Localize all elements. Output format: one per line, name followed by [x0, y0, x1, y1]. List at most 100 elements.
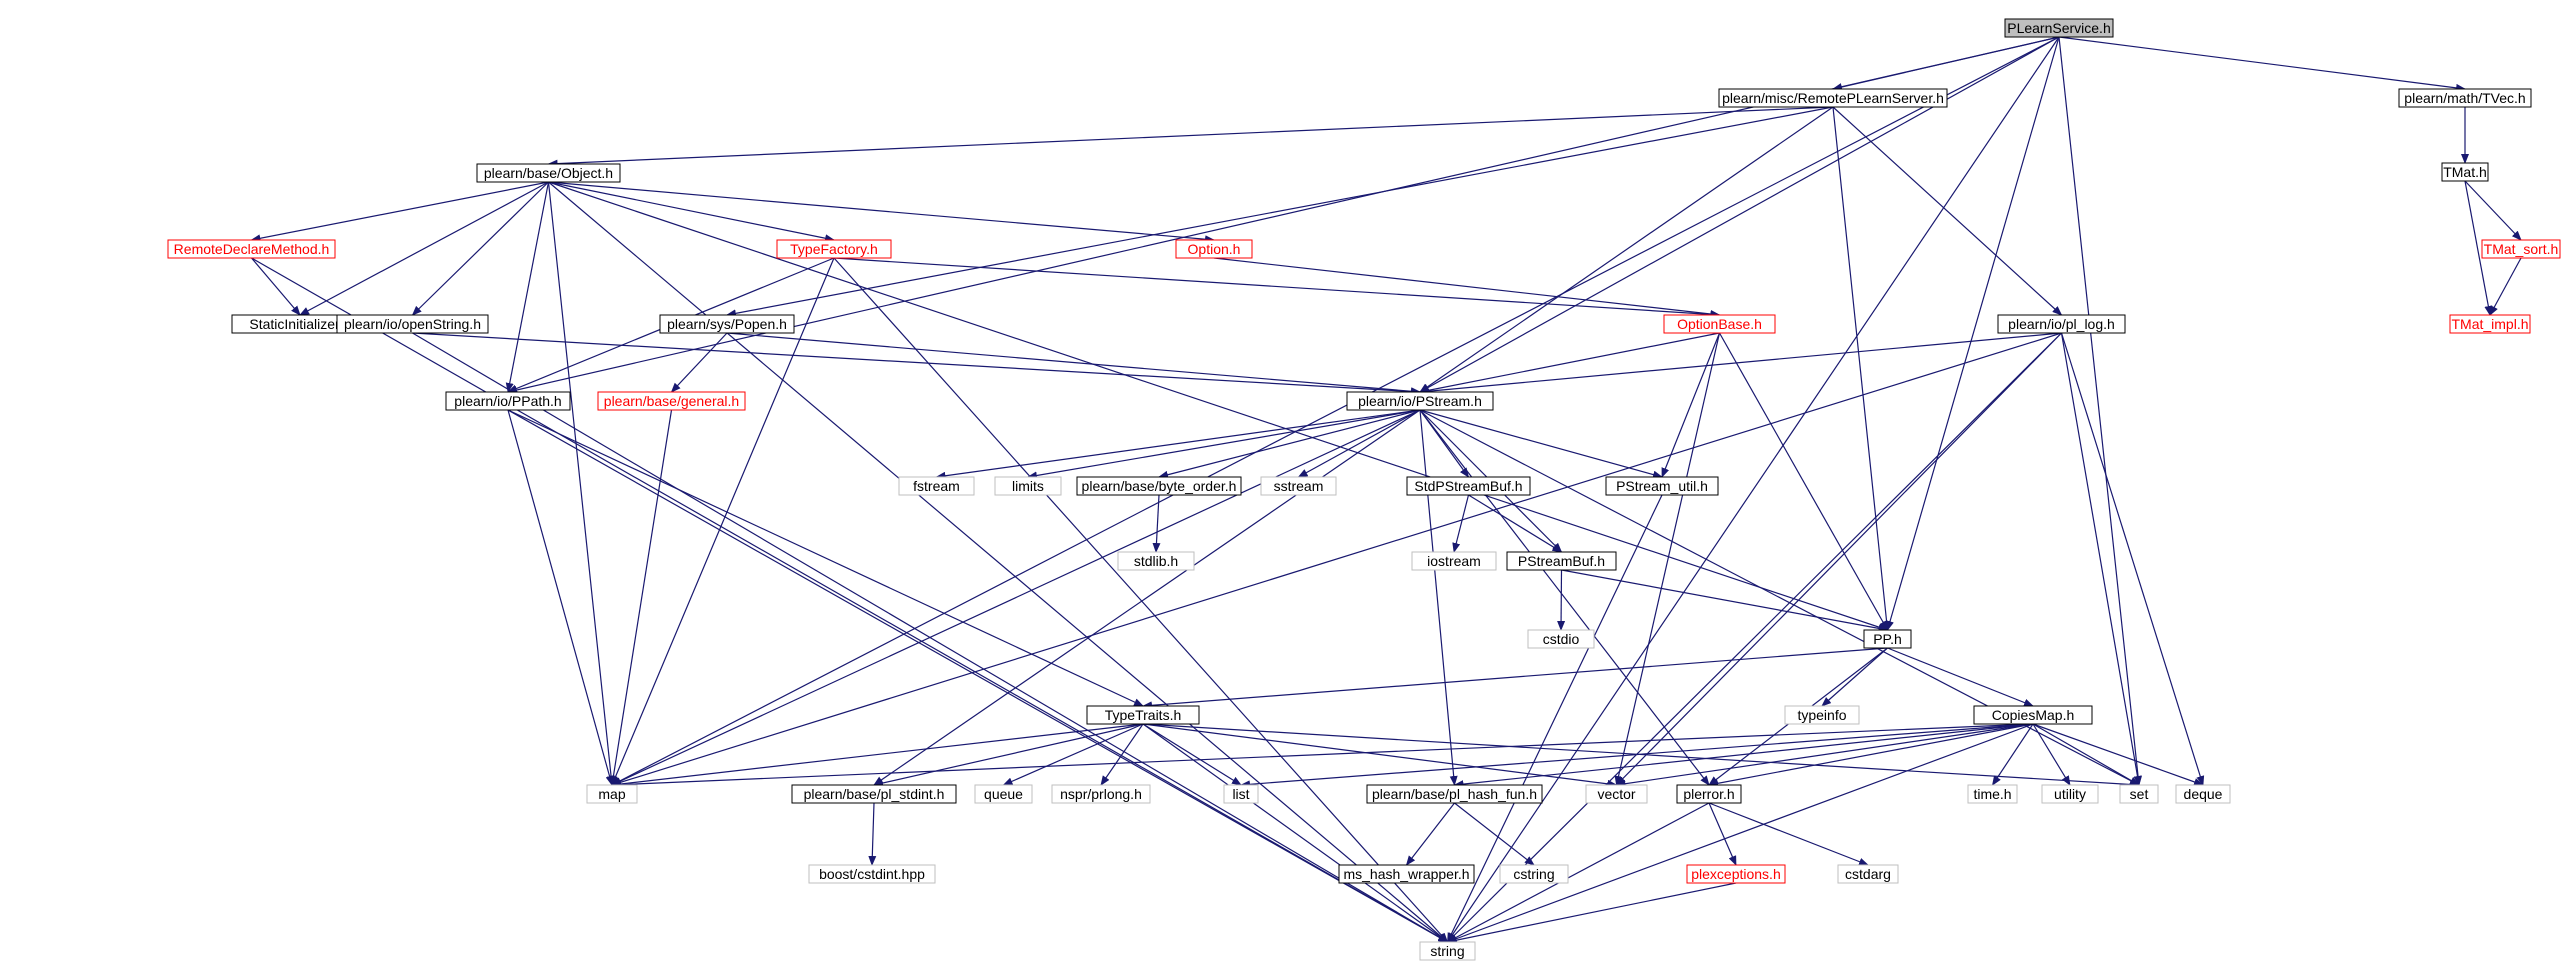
node-option[interactable]: Option.h: [1175, 239, 1253, 259]
node-timeh[interactable]: time.h: [1967, 784, 2018, 804]
node-popen[interactable]: plearn/sys/Popen.h: [659, 314, 795, 334]
node-label-utility: utility: [2054, 786, 2086, 802]
edge-copiesmap-to-vector: [1615, 723, 2034, 788]
node-label-fstream: fstream: [913, 478, 960, 494]
edge-copiesmap-to-deque: [2032, 723, 2204, 786]
node-pstream[interactable]: plearn/io/PStream.h: [1346, 391, 1494, 411]
edge-plerror-to-plexceptions: [1708, 802, 1737, 866]
node-label-mshash: ms_hash_wrapper.h: [1343, 866, 1469, 882]
node-utility[interactable]: utility: [2041, 784, 2099, 804]
node-openstring[interactable]: plearn/io/openString.h: [336, 314, 489, 334]
node-label-timeh: time.h: [1973, 786, 2011, 802]
edge-object-to-pp: [548, 181, 1889, 631]
node-cstring[interactable]: cstring: [1499, 864, 1569, 884]
edge-typetraits-to-vector: [1142, 723, 1618, 788]
node-remoteserver[interactable]: plearn/misc/RemotePLearnServer.h: [1718, 88, 1948, 108]
node-label-general: plearn/base/general.h: [604, 393, 739, 409]
edges-layer: [250, 36, 2522, 945]
node-object[interactable]: plearn/base/Object.h: [476, 163, 621, 183]
edge-typetraits-to-plstdint: [873, 723, 1144, 787]
edge-openstring-to-pstream: [412, 332, 1421, 396]
node-plerror[interactable]: plerror.h: [1676, 784, 1742, 804]
node-deque[interactable]: deque: [2175, 784, 2231, 804]
edge-pstream-to-sstream: [1297, 409, 1421, 478]
edge-copiesmap-to-map: [611, 723, 2034, 789]
node-stdlib[interactable]: stdlib.h: [1117, 551, 1195, 571]
node-optionbase[interactable]: OptionBase.h: [1663, 314, 1776, 334]
node-pstreambuf[interactable]: PStreamBuf.h: [1506, 551, 1617, 571]
node-box-stdlib: [1117, 551, 1195, 571]
node-general[interactable]: plearn/base/general.h: [597, 391, 746, 411]
node-hashfun[interactable]: plearn/base/pl_hash_fun.h: [1366, 784, 1543, 804]
edge-pstream-to-set: [1419, 409, 2140, 786]
edge-typetraits-to-map: [611, 723, 1144, 788]
node-box-hashfun: [1366, 784, 1543, 804]
node-label-deque: deque: [2184, 786, 2223, 802]
node-iostream[interactable]: iostream: [1411, 551, 1497, 571]
node-string[interactable]: string: [1419, 941, 1476, 961]
node-set[interactable]: set: [2119, 784, 2159, 804]
node-tmatimpl[interactable]: TMat_impl.h: [2449, 314, 2531, 334]
node-box-ppath: [445, 391, 571, 411]
node-pstreamutil[interactable]: PStream_util.h: [1605, 476, 1719, 496]
edge-option-to-optionbase: [1213, 257, 1721, 318]
node-map[interactable]: map: [586, 784, 638, 804]
edge-remoteserver-to-pp: [1832, 106, 1891, 631]
node-fstream[interactable]: fstream: [898, 476, 975, 496]
node-typetraits[interactable]: TypeTraits.h: [1086, 705, 1200, 725]
node-label-cstring: cstring: [1513, 866, 1554, 882]
edge-tmatsort-to-tmatimpl: [2489, 257, 2522, 316]
edge-pstreambuf-to-pp: [1561, 569, 1889, 633]
node-cstdarg[interactable]: cstdarg: [1837, 864, 1899, 884]
node-cstdio[interactable]: cstdio: [1527, 629, 1595, 649]
edge-pstream-to-hashfun: [1419, 409, 1458, 786]
edge-pllog-to-deque: [2060, 332, 2205, 786]
node-list[interactable]: list: [1223, 784, 1259, 804]
node-limits[interactable]: limits: [994, 476, 1062, 496]
edge-optionbase-to-pstreamutil: [1661, 332, 1721, 478]
node-byteorder[interactable]: plearn/base/byte_order.h: [1076, 476, 1242, 496]
node-label-copiesmap: CopiesMap.h: [1992, 707, 2075, 723]
node-stdpstreambuf[interactable]: StdPStreamBuf.h: [1406, 476, 1531, 496]
edge-object-to-openstring: [411, 181, 549, 316]
node-label-optionbase: OptionBase.h: [1677, 316, 1762, 332]
edge-pstreambuf-to-cstdio: [1557, 569, 1566, 631]
node-box-typefactory: [776, 239, 892, 259]
node-box-string: [1419, 941, 1476, 961]
node-tmat[interactable]: TMat.h: [2441, 162, 2489, 182]
node-plstdint[interactable]: plearn/base/pl_stdint.h: [791, 784, 957, 804]
node-vector[interactable]: vector: [1585, 784, 1648, 804]
node-staticinit[interactable]: StaticInitializer.h: [231, 314, 369, 334]
node-box-map: [586, 784, 638, 804]
node-copiesmap[interactable]: CopiesMap.h: [1973, 705, 2093, 725]
node-label-boostcstdint: boost/cstdint.hpp: [819, 866, 925, 882]
edge-stdpstreambuf-to-pstreambuf: [1468, 494, 1563, 553]
node-boostcstdint[interactable]: boost/cstdint.hpp: [808, 864, 936, 884]
node-tmatsort[interactable]: TMat_sort.h: [2481, 239, 2561, 259]
node-mshash[interactable]: ms_hash_wrapper.h: [1338, 864, 1475, 884]
node-label-list: list: [1232, 786, 1249, 802]
node-plexceptions[interactable]: plexceptions.h: [1686, 864, 1786, 884]
edge-ppath-to-map: [507, 409, 614, 786]
node-box-optionbase: [1663, 314, 1776, 334]
node-tvec[interactable]: plearn/math/TVec.h: [2398, 88, 2532, 108]
edge-copiesmap-to-list: [1240, 723, 2034, 789]
node-typeinfo[interactable]: typeinfo: [1784, 705, 1860, 725]
node-pllog[interactable]: plearn/io/pl_log.h: [1997, 314, 2126, 334]
edge-stdpstreambuf-to-iostream: [1452, 494, 1470, 553]
node-queue[interactable]: queue: [974, 784, 1033, 804]
node-plearnservice[interactable]: PLearnService.h: [2004, 18, 2114, 38]
node-box-tmat: [2441, 162, 2489, 182]
node-sstream[interactable]: sstream: [1260, 476, 1337, 496]
node-label-pstreambuf: PStreamBuf.h: [1518, 553, 1605, 569]
node-remotedecl[interactable]: RemoteDeclareMethod.h: [167, 239, 336, 259]
node-prlong[interactable]: nspr/prlong.h: [1051, 784, 1151, 804]
node-box-general: [597, 391, 746, 411]
node-typefactory[interactable]: TypeFactory.h: [776, 239, 892, 259]
node-pp[interactable]: PP.h: [1863, 629, 1912, 649]
node-label-plerror: plerror.h: [1683, 786, 1734, 802]
edge-object-to-option: [548, 181, 1215, 244]
node-label-remotedecl: RemoteDeclareMethod.h: [174, 241, 330, 257]
node-ppath[interactable]: plearn/io/PPath.h: [445, 391, 571, 411]
